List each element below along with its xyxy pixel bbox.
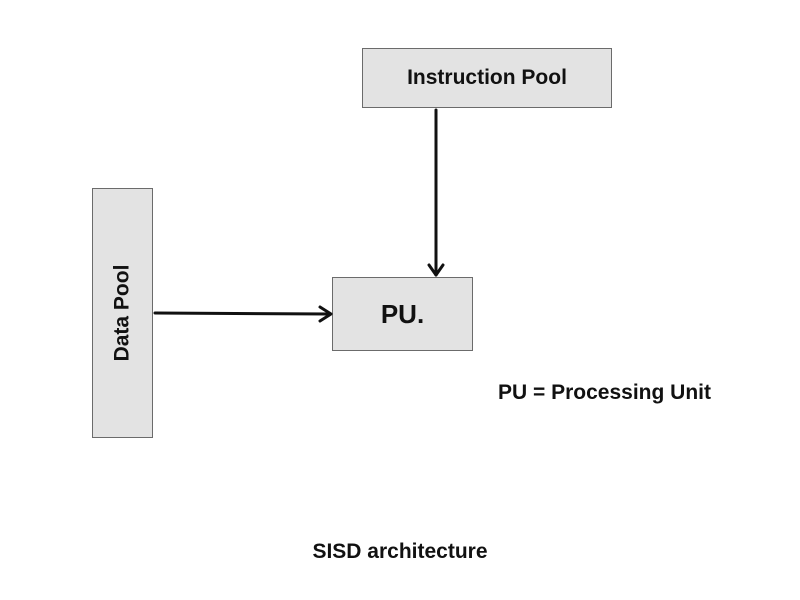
arrow-data-to-pu bbox=[153, 305, 333, 323]
arrow-instruction-to-pu bbox=[427, 108, 445, 277]
diagram-caption: SISD architecture bbox=[312, 540, 488, 563]
instruction-pool-box: Instruction Pool bbox=[362, 48, 612, 108]
processing-unit-label: PU. bbox=[380, 298, 425, 329]
processing-unit-box: PU. bbox=[332, 277, 473, 351]
pu-legend-text: PU = Processing Unit bbox=[498, 381, 711, 404]
instruction-pool-label: Instruction Pool bbox=[407, 66, 567, 89]
data-pool-box: Data Pool bbox=[92, 188, 153, 438]
